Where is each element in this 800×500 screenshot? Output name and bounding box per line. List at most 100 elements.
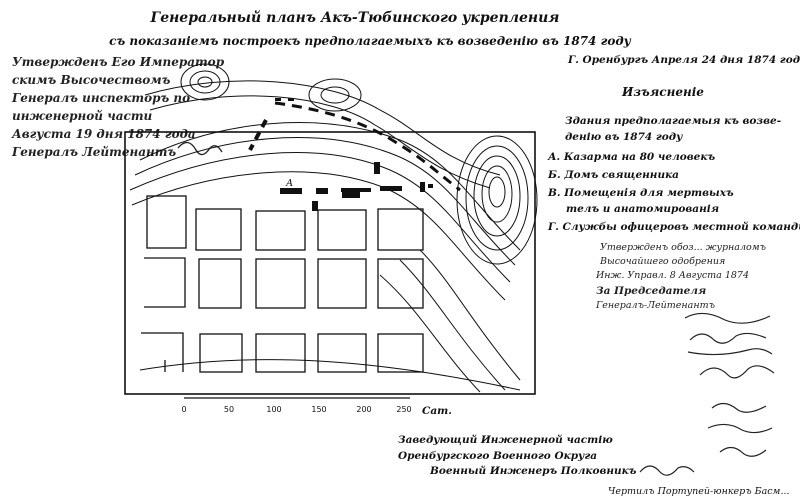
scale-tick-0: 0 <box>181 405 186 414</box>
dashed-path-west <box>248 119 268 151</box>
journal-line-5: Генералъ-Лейтенантъ <box>595 300 715 311</box>
legend-item-a: А. Казарма на 80 человекъ <box>547 151 715 163</box>
footer-line-3: Военный Инженеръ Полковникъ <box>429 464 637 477</box>
contour-2 <box>134 137 516 266</box>
scale-tick-150: 150 <box>311 405 326 414</box>
map-label-a: А <box>285 178 293 189</box>
building-small-1 <box>316 188 328 194</box>
signature-6 <box>707 423 773 434</box>
footer-line-2: Оренбургского Военного Округа <box>398 450 597 462</box>
signatures-right <box>684 312 775 457</box>
block-r3-0 <box>141 332 184 372</box>
block-r2-2 <box>255 258 306 309</box>
journal-line-1: Утвержденъ обоз... журналомъ <box>600 242 766 253</box>
footer-line-1: Заведующий Инженерной частію <box>398 433 613 446</box>
building-row <box>341 188 371 192</box>
approval-line-3: Генералъ инспекторъ по <box>11 91 190 105</box>
block-r2-0 <box>144 257 186 308</box>
building-b <box>312 201 318 211</box>
legend-item-v: В. Помещенiя для мертвыхъ <box>547 187 734 199</box>
approval-line-4: инженерной части <box>12 109 153 123</box>
approval-line-2: скимъ Высочествомъ <box>12 73 171 87</box>
approval-line-5: Августа 19 дня 1874 года <box>11 127 196 141</box>
block-r1-5 <box>377 208 424 251</box>
signature-5 <box>711 402 767 413</box>
title-line-2: съ показаніемъ построекъ предполагаемыхъ… <box>109 34 632 48</box>
block-r1-2 <box>195 208 242 251</box>
contour-7 <box>419 249 521 381</box>
title-line-1: Генеральный планъ Акъ-Тюбинского укрепле… <box>150 9 560 26</box>
footer-block: Заведующий Инженерной частію Оренбургско… <box>398 433 790 497</box>
contour-5 <box>144 80 501 176</box>
signature-2 <box>689 332 767 344</box>
block-r2-3 <box>317 258 367 309</box>
scale-tick-100: 100 <box>266 405 281 414</box>
approval-signature <box>177 141 223 156</box>
building-blocks <box>141 195 424 373</box>
planned-buildings <box>275 98 433 211</box>
dashed-road <box>274 101 461 192</box>
hill-north-ring-2 <box>320 86 350 104</box>
hill-west-ring-3 <box>197 76 213 88</box>
hill-north-ring-1 <box>308 78 362 112</box>
contour-10 <box>139 359 521 391</box>
building-h2 <box>428 184 433 188</box>
approval-block: Утвержденъ Его Император скимъ Высочеств… <box>11 55 225 159</box>
contour-4 <box>131 171 506 301</box>
north-mark-1 <box>288 98 294 101</box>
signature-3 <box>687 348 773 356</box>
hill-west-ring-2 <box>189 70 221 94</box>
hill-east-ring-3 <box>473 155 521 237</box>
scale-unit: Сат. <box>422 405 452 417</box>
hill-east-ring-1 <box>456 135 538 265</box>
scale-tick-50: 50 <box>224 405 234 414</box>
hill-north <box>308 78 362 112</box>
block-r1-4 <box>317 209 367 251</box>
draftsman: Чертилъ Портупей-юнкеръ Басм... <box>608 486 790 497</box>
legend-intro-2: денію въ 1874 году <box>565 131 683 143</box>
scale-tick-200: 200 <box>356 405 371 414</box>
building-v <box>374 162 380 174</box>
journal-note: Утвержденъ обоз... журналомъ Высочайшего… <box>595 242 766 311</box>
north-mark-2 <box>275 98 281 101</box>
signature-4 <box>699 365 775 379</box>
hill-east-ring-2 <box>465 145 529 251</box>
hill-west-ring-1 <box>180 63 230 101</box>
block-r3-2 <box>255 333 306 373</box>
signature-1 <box>684 312 771 324</box>
contour-6 <box>149 95 491 189</box>
journal-line-4: За Председателя <box>596 285 706 297</box>
contour-lines <box>129 80 521 393</box>
contour-3 <box>129 152 511 283</box>
map-frame <box>124 131 536 395</box>
block-r1-3 <box>255 210 306 251</box>
legend-item-g: Г. Службы офицеровъ местной команды <box>547 220 800 233</box>
scale-bar: 0 50 100 150 200 250 Сат. <box>181 397 452 417</box>
hill-west <box>180 63 230 101</box>
signature-7 <box>719 446 767 457</box>
journal-line-3: Инж. Управл. 8 Августа 1874 <box>595 270 749 281</box>
journal-line-2: Высочайшего одобрения <box>599 256 725 267</box>
building-a <box>280 188 302 194</box>
footer-signature <box>639 465 695 476</box>
hill-east-ring-4 <box>481 165 513 223</box>
legend-heading: Изъясненіе <box>621 85 704 99</box>
legend-item-b: Б. Домъ священника <box>547 169 679 181</box>
building-g <box>380 186 402 191</box>
approval-line-1: Утвержденъ Его Император <box>12 55 225 69</box>
block-r1-1 <box>146 195 187 249</box>
hill-east <box>456 135 538 265</box>
approval-line-6: Генералъ Лейтенантъ <box>11 145 176 159</box>
contour-1 <box>139 122 521 251</box>
hill-east-ring-5 <box>488 176 506 208</box>
block-r3-4 <box>377 333 424 373</box>
block-r2-1 <box>198 258 242 309</box>
legend-intro-1: Здания предполагаемыя къ возве- <box>565 115 781 127</box>
block-r2-4 <box>377 258 424 309</box>
legend-item-v-cont: телъ и анатомированія <box>566 203 719 215</box>
contour-9 <box>379 274 481 393</box>
block-r3-1 <box>199 333 243 373</box>
scale-tick-250: 250 <box>396 405 411 414</box>
